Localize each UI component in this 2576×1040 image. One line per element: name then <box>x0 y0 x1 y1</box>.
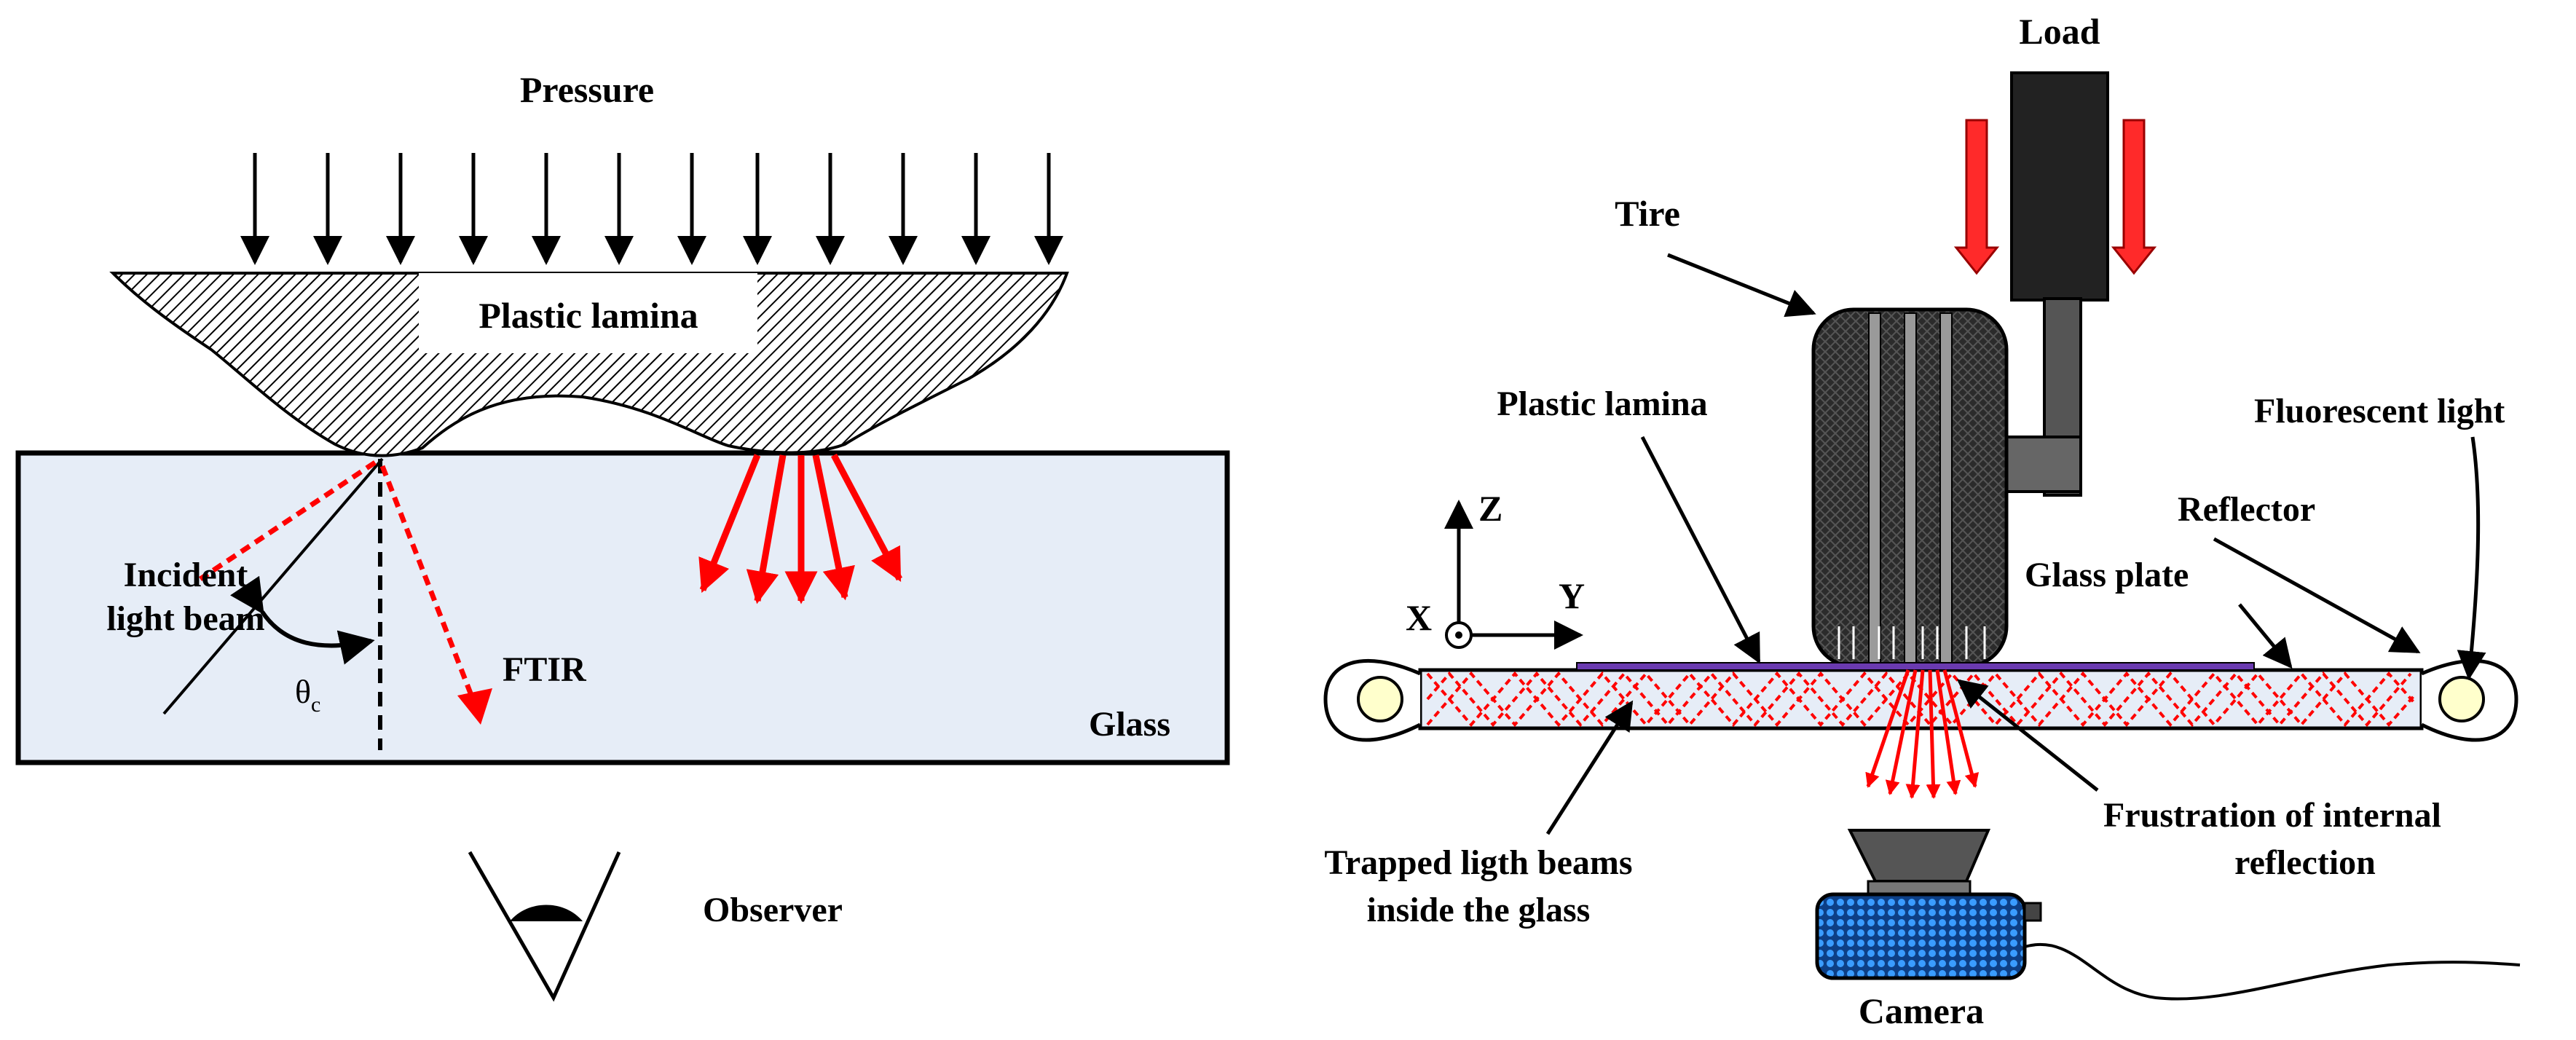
ftir-label: FTIR <box>503 650 587 689</box>
trapped-beams <box>1426 671 2416 728</box>
ftir-rays <box>698 453 902 604</box>
glass-label: Glass <box>1089 705 1170 744</box>
load-label: Load <box>2019 11 2100 52</box>
incident-label-2: light beam <box>106 599 264 638</box>
tire-label: Tire <box>1615 193 1680 234</box>
left-fluorescent-light <box>1357 676 1403 722</box>
fluorescent-label: Fluorescent light <box>2254 392 2505 430</box>
tire-grooves <box>1868 312 1953 663</box>
camera-cable <box>2024 942 2521 1001</box>
incident-label-1: Incident <box>124 556 248 594</box>
plastic-lamina-strip <box>1576 662 2255 671</box>
load-arrows <box>1953 119 2157 275</box>
ftir-arrowhead <box>457 688 492 725</box>
glass-plate-label: Glass plate <box>2025 556 2189 594</box>
fluorescent-leader <box>2457 436 2486 680</box>
right-panel: Load Tire <box>1323 11 2521 1031</box>
frustration-leader <box>1956 679 2099 792</box>
axis-x-label: X <box>1406 597 1432 638</box>
observer-label: Observer <box>703 891 843 929</box>
pressure-label: Pressure <box>520 69 654 110</box>
axis-y-label: Y <box>1559 575 1585 616</box>
plastic-lamina-right-label: Plastic lamina <box>1497 385 1707 423</box>
frustration-label-2: reflection <box>2234 843 2376 882</box>
axis-z-label: Z <box>1478 488 1502 529</box>
incident-dashed-red <box>199 460 377 581</box>
angle-label: θc <box>295 673 320 717</box>
angle-arc <box>230 575 375 665</box>
observer-pupil <box>510 905 583 921</box>
glass-plate-leader <box>2238 603 2293 669</box>
x-axis-dot <box>1455 631 1462 639</box>
frustration-label-1: Frustration of internal <box>2103 796 2441 835</box>
pressure-arrows <box>240 153 1063 265</box>
load-block <box>2010 71 2109 302</box>
trapped-label-1: Trapped ligth beams <box>1324 843 1632 882</box>
plastic-lamina-label: Plastic lamina <box>478 295 698 336</box>
camera-label: Camera <box>1859 990 1984 1031</box>
observer-eye <box>468 851 621 1002</box>
plastic-lamina <box>109 272 1069 457</box>
camera-body <box>1815 892 2027 980</box>
camera-lens-ring <box>1867 880 1972 896</box>
plastic-lamina-leader <box>1640 436 1761 664</box>
frustration-rays <box>1865 669 1980 799</box>
left-panel: Pressure Plastic lamina <box>15 69 1230 1002</box>
camera-lens <box>1847 829 1991 883</box>
axes <box>1444 500 1583 650</box>
ftir-arrow <box>379 465 480 712</box>
tire-contact-arrows <box>1838 626 1986 659</box>
glass-block <box>15 450 1230 765</box>
reflector-leader <box>2213 537 2421 654</box>
trapped-leader <box>1545 700 1634 835</box>
trapped-label-2: inside the glass <box>1367 891 1591 929</box>
lamina-label-box <box>419 273 757 353</box>
reflector-label: Reflector <box>2178 490 2315 529</box>
tire-leader <box>1667 253 1816 318</box>
right-fluorescent-light <box>2438 676 2485 722</box>
camera-port <box>2023 902 2042 922</box>
